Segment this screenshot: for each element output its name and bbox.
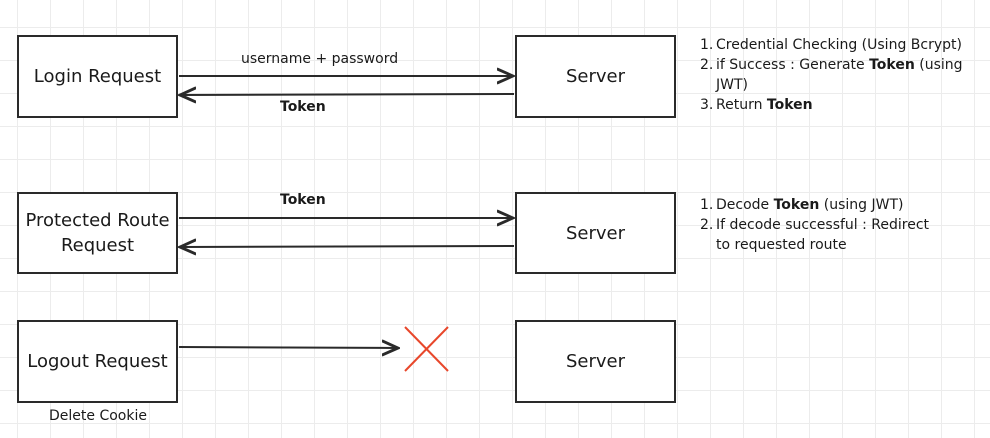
- login-request-arrow-label: username + password: [241, 51, 399, 67]
- logout-request-arrow: [178, 347, 398, 348]
- logout-request-label: Logout Request: [27, 351, 168, 372]
- protected-route-label-line1: Protected Route: [25, 210, 170, 231]
- protected-note-number: 2.: [700, 217, 714, 233]
- logout-request-box: Logout Request: [17, 320, 178, 403]
- login-note-bold-text: Token: [766, 97, 813, 113]
- login-note-number: 3.: [700, 97, 714, 113]
- protected-server-label: Server: [565, 222, 626, 244]
- protected-note-item: 2.If decode successful : Redirect: [700, 215, 929, 235]
- login-server-notes: 1.Credential Checking (Using Bcrypt)2.if…: [700, 35, 990, 115]
- logout-server-box: Server: [515, 320, 676, 403]
- protected-note-text: (using JWT): [819, 197, 904, 213]
- login-note-text: (using JWT): [716, 57, 963, 93]
- login-server-box: Server: [515, 35, 676, 118]
- login-note-item: 3.Return Token: [700, 95, 990, 115]
- protected-server-notes: 1.Decode Token (using JWT)2.If decode su…: [700, 195, 929, 255]
- login-note-text: Credential Checking (Using Bcrypt): [716, 37, 962, 53]
- login-response-arrow-label: Token: [280, 99, 326, 115]
- protected-note-item: 1.Decode Token (using JWT): [700, 195, 929, 215]
- protected-note-text: If decode successful : Redirect: [716, 217, 930, 233]
- login-note-number: 2.: [700, 57, 714, 73]
- login-request-label: Login Request: [33, 66, 162, 87]
- protected-server-box: Server: [515, 192, 676, 274]
- login-note-text: Return: [716, 97, 767, 113]
- protected-route-request-box: Protected Route Request: [17, 192, 178, 274]
- blocked-cross-icon: [404, 326, 449, 372]
- delete-cookie-label: Delete Cookie: [49, 408, 147, 424]
- protected-response-arrow: [180, 246, 515, 247]
- login-note-item: 1.Credential Checking (Using Bcrypt): [700, 35, 990, 55]
- login-note-item: 2.if Success : Generate Token (using JWT…: [700, 55, 990, 95]
- protected-note-item: to requested route: [700, 235, 929, 255]
- protected-request-arrow-label: Token: [280, 192, 326, 208]
- login-response-arrow: [180, 94, 515, 95]
- login-note-number: 1.: [700, 37, 714, 53]
- login-note-text: if Success : Generate: [716, 57, 870, 73]
- logout-server-label: Server: [565, 351, 626, 372]
- protected-route-label-line2: Request: [60, 235, 135, 256]
- protected-note-text: to requested route: [716, 237, 847, 253]
- login-request-box: Login Request: [17, 35, 178, 118]
- protected-note-text: Decode: [716, 197, 774, 213]
- protected-route-request-label: Protected Route Request: [25, 208, 169, 258]
- protected-note-number: 1.: [700, 197, 714, 213]
- login-server-label: Server: [565, 66, 626, 87]
- login-note-bold-text: Token: [869, 57, 915, 73]
- protected-note-bold-text: Token: [773, 197, 820, 213]
